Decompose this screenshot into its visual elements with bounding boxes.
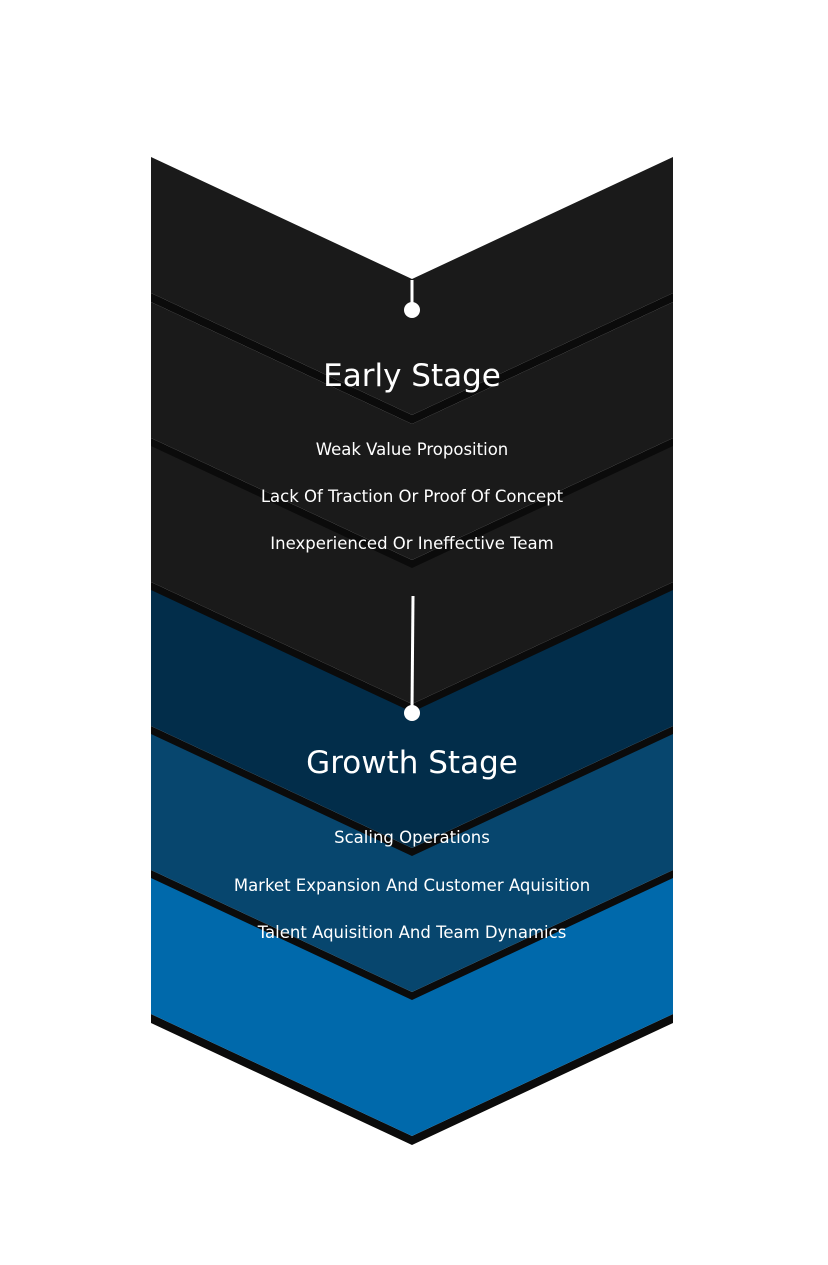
connector-dot-growth [404, 705, 420, 721]
chevron-segment [151, 878, 673, 1136]
early-stage-item: Lack Of Traction Or Proof Of Concept [260, 487, 564, 506]
growth-stage-item: Market Expansion And Customer Aquisition [233, 876, 591, 895]
early-stage-item: Inexperienced Or Ineffective Team [270, 534, 554, 553]
diagram-title: STARTUP CHALLENGES [151, 120, 690, 164]
chevron-segment [151, 734, 673, 992]
early-stage-item: Weak Value Proposition [315, 440, 509, 459]
connector-dot-early [404, 302, 420, 318]
early-stage-heading: Early Stage [323, 358, 501, 394]
growth-stage-item: Scaling Operations [334, 828, 490, 847]
chevron-segment [151, 446, 673, 704]
growth-stage-item: Talent Aquisition And Team Dynamics [257, 923, 567, 942]
growth-stage-heading: Growth Stage [306, 745, 518, 781]
connector-line-growth [410, 595, 415, 711]
chevron-segment [151, 302, 673, 560]
